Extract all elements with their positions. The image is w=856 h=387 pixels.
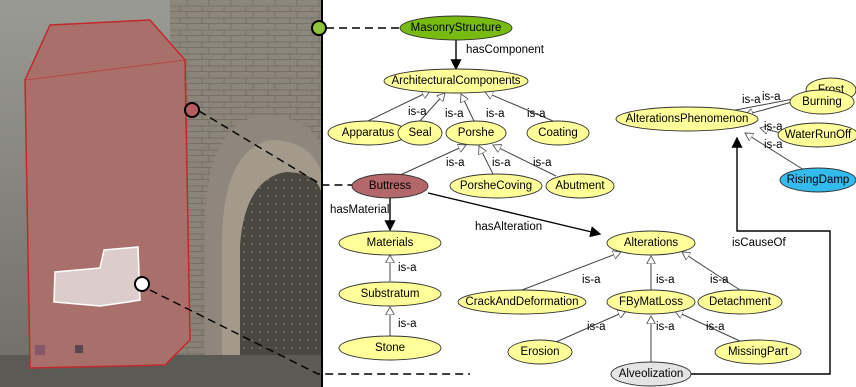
label-isa-crack: is-a: [582, 274, 601, 286]
svg-text:WaterRunOff: WaterRunOff: [785, 129, 852, 141]
svg-text:Substratum: Substratum: [361, 288, 420, 300]
label-isa-porshecoving: is-a: [492, 157, 511, 169]
label-hasmaterial: hasMaterial: [330, 204, 389, 216]
svg-text:Materials: Materials: [367, 237, 414, 249]
church-buttress-photo: [0, 0, 322, 387]
svg-text:Stone: Stone: [375, 342, 405, 354]
label-isa-burning: is-a: [762, 91, 781, 103]
node-alveolization[interactable]: Alveolization: [610, 361, 692, 387]
node-burning[interactable]: Burning: [789, 89, 855, 115]
label-hasalteration: hasAlteration: [475, 221, 542, 233]
svg-text:FByMatLoss: FByMatLoss: [619, 296, 683, 308]
node-alterationsphenomenon[interactable]: AlterationsPhenomenon: [615, 106, 759, 132]
node-porshecoving[interactable]: PorsheCoving: [449, 173, 543, 199]
node-masonrystructure[interactable]: MasonryStructure: [399, 15, 513, 41]
node-apparatus[interactable]: Apparatus: [327, 120, 409, 146]
node-crackanddeformation[interactable]: CrackAndDeformation: [457, 289, 587, 315]
label-isa-fbymat: is-a: [656, 274, 675, 286]
svg-text:Burning: Burning: [802, 96, 842, 108]
svg-text:CrackAndDeformation: CrackAndDeformation: [465, 296, 578, 308]
node-coating[interactable]: Coating: [526, 120, 590, 146]
label-isa-frost: is-a: [742, 94, 761, 106]
svg-text:PorsheCoving: PorsheCoving: [460, 180, 532, 192]
label-isa-erosion: is-a: [587, 321, 606, 333]
node-erosion[interactable]: Erosion: [507, 339, 573, 365]
node-alterations[interactable]: Alterations: [606, 230, 696, 256]
node-buttress[interactable]: Buttress: [351, 173, 429, 199]
label-isa-coating: is-a: [527, 108, 546, 120]
node-seal[interactable]: Seal: [397, 120, 443, 146]
svg-text:AlterationsPhenomenon: AlterationsPhenomenon: [626, 113, 749, 125]
label-isa-missingpart: is-a: [706, 321, 725, 333]
buttress-marker[interactable]: [184, 102, 200, 118]
alveolization-overlay: [53, 246, 141, 307]
link-alveolization: [149, 289, 470, 375]
svg-text:Alterations: Alterations: [624, 237, 679, 249]
node-detachment[interactable]: Detachment: [697, 289, 783, 315]
svg-text:Buttress: Buttress: [369, 180, 411, 192]
label-isa-alveolization: is-a: [656, 321, 675, 333]
svg-text:Detachment: Detachment: [709, 296, 772, 308]
node-stone[interactable]: Stone: [338, 335, 442, 361]
node-risingdamp[interactable]: RisingDamp: [779, 167, 856, 193]
svg-text:Erosion: Erosion: [521, 346, 560, 358]
label-isa-stone: is-a: [398, 318, 417, 330]
svg-text:Abutment: Abutment: [555, 180, 605, 192]
node-materials[interactable]: Materials: [338, 230, 442, 256]
node-fbymatloss[interactable]: FByMatLoss: [606, 289, 696, 315]
label-isa-waterrunoff: is-a: [764, 121, 783, 133]
link-buttress: [198, 110, 352, 186]
label-iscauseof: isCauseOf: [732, 237, 786, 249]
svg-text:Apparatus: Apparatus: [342, 127, 395, 139]
label-isa-substratum: is-a: [398, 262, 417, 274]
node-substratum[interactable]: Substratum: [338, 281, 442, 307]
svg-text:RisingDamp: RisingDamp: [787, 174, 850, 186]
photo-links: [149, 27, 470, 375]
label-hascomponent: hasComponent: [466, 44, 545, 56]
svg-text:Seal: Seal: [408, 127, 431, 139]
label-isa-detachment: is-a: [710, 274, 729, 286]
label-isa-buttress: is-a: [446, 157, 465, 169]
svg-text:Coating: Coating: [538, 127, 578, 139]
label-isa-apparatus: is-a: [408, 106, 427, 118]
svg-text:ArchitecturalComponents: ArchitecturalComponents: [391, 75, 520, 87]
node-waterrunoff[interactable]: WaterRunOff: [777, 122, 856, 148]
svg-text:MasonryStructure: MasonryStructure: [411, 22, 502, 34]
svg-text:Alveolization: Alveolization: [619, 368, 684, 380]
label-isa-abutment: is-a: [533, 157, 552, 169]
masonry-marker[interactable]: [311, 20, 327, 36]
alveolization-marker[interactable]: [134, 276, 150, 292]
node-missingpart[interactable]: MissingPart: [714, 339, 802, 365]
node-architecturalcomponents[interactable]: ArchitecturalComponents: [383, 68, 529, 94]
label-isa-risingdamp: is-a: [764, 139, 783, 151]
label-isa-porshe: is-a: [486, 108, 505, 120]
label-isa-seal: is-a: [445, 108, 464, 120]
svg-text:MissingPart: MissingPart: [728, 346, 789, 358]
svg-text:Porshe: Porshe: [458, 127, 494, 139]
node-abutment[interactable]: Abutment: [545, 173, 615, 199]
buttress-overlay: [24, 19, 191, 369]
node-porshe[interactable]: Porshe: [445, 120, 507, 146]
